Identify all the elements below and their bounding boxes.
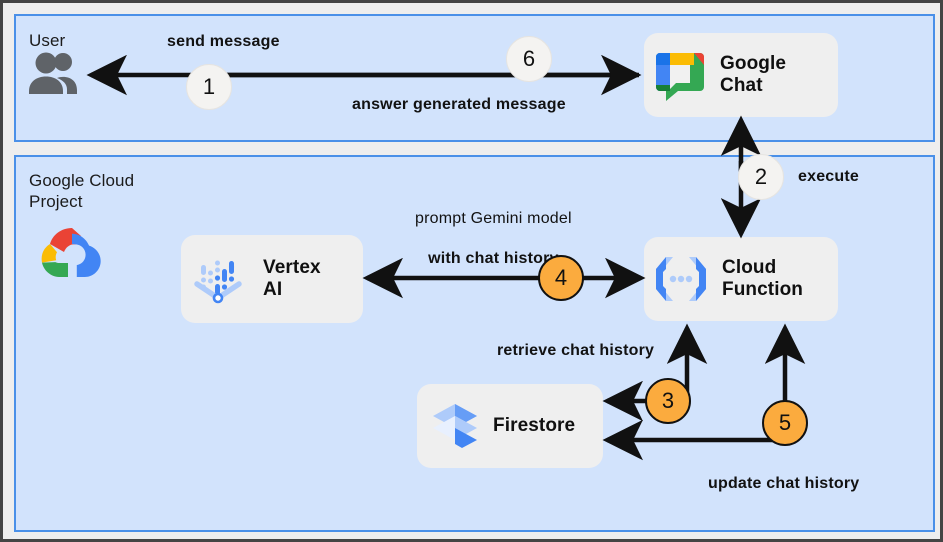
service-card-caption: Cloud Function bbox=[722, 256, 804, 300]
step-badge-4[interactable]: 4 bbox=[538, 255, 584, 301]
service-card-cloud-function[interactable]: Cloud Function bbox=[644, 237, 838, 321]
step-badge-2[interactable]: 2 bbox=[738, 154, 784, 200]
panel-gcp-label: Google Cloud Project bbox=[29, 171, 135, 211]
step-badge-5[interactable]: 5 bbox=[762, 400, 808, 446]
firestore-icon bbox=[429, 400, 481, 452]
service-card-google-chat[interactable]: Google Chat bbox=[644, 33, 838, 117]
edge-label-prompt-line1: prompt Gemini model bbox=[415, 210, 572, 227]
google-chat-icon bbox=[654, 49, 706, 101]
service-card-vertex-ai[interactable]: Vertex AI bbox=[181, 235, 363, 323]
service-card-caption: Google Chat bbox=[720, 52, 787, 96]
service-card-caption: Vertex AI bbox=[263, 256, 321, 300]
step-badge-3[interactable]: 3 bbox=[645, 378, 691, 424]
service-card-firestore[interactable]: Firestore bbox=[417, 384, 603, 468]
users-icon bbox=[27, 51, 79, 100]
cloud-function-icon bbox=[654, 253, 708, 305]
edge-label-answer-generated-message: answer generated message bbox=[352, 96, 566, 113]
vertex-ai-icon bbox=[193, 251, 249, 307]
step-badge-1[interactable]: 1 bbox=[186, 64, 232, 110]
panel-user-label: User bbox=[29, 31, 66, 50]
edge-label-execute: execute bbox=[798, 168, 859, 185]
edge-label-retrieve-chat-history: retrieve chat history bbox=[497, 342, 655, 359]
service-card-caption: Firestore bbox=[493, 414, 576, 436]
google-cloud-icon bbox=[39, 225, 105, 286]
edge-label-send-message: send message bbox=[167, 33, 280, 50]
edge-label-update-chat-history: update chat history bbox=[708, 475, 860, 492]
step-badge-6[interactable]: 6 bbox=[506, 36, 552, 82]
